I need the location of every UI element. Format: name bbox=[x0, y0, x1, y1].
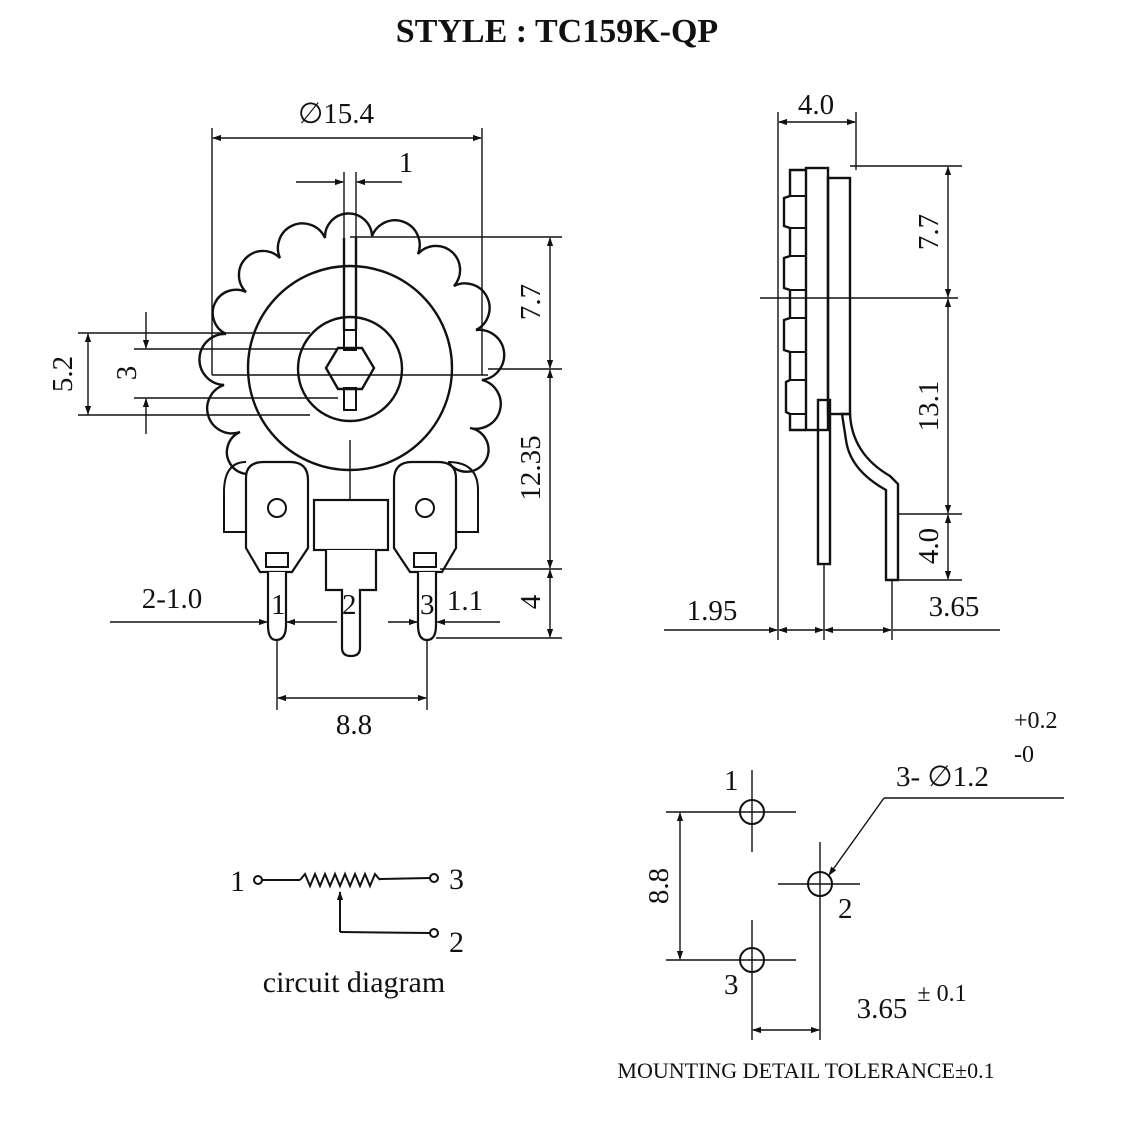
dim-bottom-height: 12.35 bbox=[515, 435, 547, 500]
drawing-title: STYLE : TC159K-QP bbox=[396, 13, 718, 50]
side-body bbox=[804, 166, 830, 432]
dim-pin-pitch: 8.8 bbox=[336, 709, 372, 741]
wiper-housing bbox=[312, 498, 390, 552]
dim-inner-hole: 3 bbox=[111, 366, 143, 381]
mount-tol-plus: +0.2 bbox=[1014, 708, 1058, 734]
dim-pin-length: 4 bbox=[515, 594, 547, 609]
side-terminal-bent bbox=[840, 412, 900, 582]
side-dim-upper: 7.7 bbox=[913, 214, 945, 250]
circuit-pin-3: 3 bbox=[449, 863, 464, 896]
side-view: 4.0 7.7 13.1 4.0 1.95 3.65 bbox=[664, 89, 1000, 640]
rotor-gear bbox=[198, 212, 506, 476]
shaft-hub bbox=[296, 315, 404, 423]
side-dim-right-offset: 3.65 bbox=[929, 591, 980, 623]
side-gear-edge bbox=[782, 168, 806, 432]
circuit-pin-1: 1 bbox=[230, 865, 245, 898]
pin-2-label: 2 bbox=[342, 589, 357, 621]
resistor-symbol bbox=[299, 871, 381, 889]
dim-outer-hole: 5.2 bbox=[47, 356, 79, 392]
side-shaft bbox=[826, 176, 852, 416]
mounting-detail: 8.8 3.65 ± 0.1 3- ∅1.2 +0.2 -0 1 2 3 MOU… bbox=[617, 708, 1064, 1083]
mount-label-3: 3 bbox=[724, 969, 739, 1001]
side-dim-left-offset: 1.95 bbox=[687, 595, 738, 627]
mount-dim-offset: 3.65 bbox=[857, 993, 908, 1025]
body-outline bbox=[223, 461, 479, 533]
dim-top-height: 7.7 bbox=[515, 284, 547, 320]
pin-1 bbox=[266, 572, 288, 642]
mount-tol-minus: -0 bbox=[1014, 742, 1034, 768]
pin-1-label: 1 bbox=[271, 589, 286, 621]
side-dim-pin: 4.0 bbox=[913, 528, 945, 564]
circuit-caption: circuit diagram bbox=[263, 966, 445, 999]
side-dim-lower: 13.1 bbox=[913, 381, 945, 432]
mount-dim-offset-tol: ± 0.1 bbox=[917, 981, 966, 1007]
dim-pin-width: 1.1 bbox=[447, 585, 483, 617]
rotor-disc bbox=[246, 264, 454, 472]
pin-2 bbox=[324, 550, 378, 658]
shaft-key-bottom bbox=[343, 387, 357, 411]
dim-diameter: ∅15.4 bbox=[298, 98, 375, 130]
hex-shaft bbox=[324, 346, 376, 391]
pin-3-label: 3 bbox=[420, 589, 435, 621]
front-view: 1 2 3 ∅15.4 1 7.7 12.35 4 5.2 3 bbox=[47, 98, 562, 741]
shaft-key-top bbox=[343, 329, 357, 351]
dim-shaft-width: 1 bbox=[399, 147, 414, 179]
mount-dim-pitch: 8.8 bbox=[643, 868, 675, 904]
circuit-diagram: 1 3 2 circuit diagram bbox=[230, 863, 464, 999]
mounting-note: MOUNTING DETAIL TOLERANCE±0.1 bbox=[617, 1058, 994, 1083]
side-dim-thickness: 4.0 bbox=[798, 89, 834, 121]
mount-label-2: 2 bbox=[838, 893, 853, 925]
mount-label-1: 1 bbox=[724, 765, 739, 797]
mount-hole-spec: 3- ∅1.2 bbox=[896, 761, 989, 793]
circuit-pin-2: 2 bbox=[449, 926, 464, 959]
dim-pin-label: 2-1.0 bbox=[142, 583, 202, 615]
